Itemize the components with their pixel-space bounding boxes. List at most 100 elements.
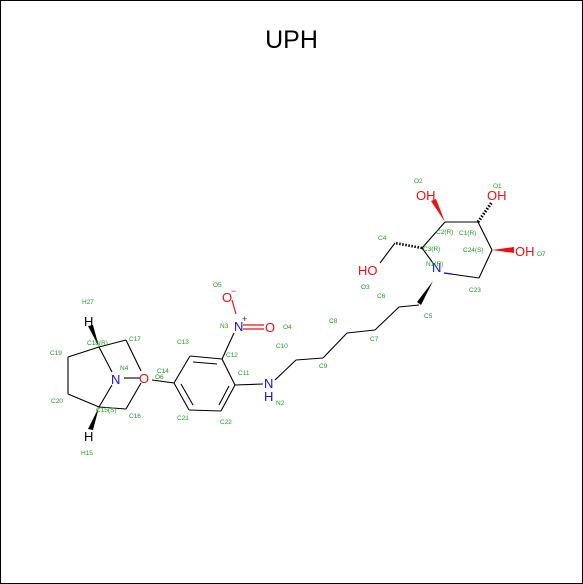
label-n2: N2 bbox=[276, 400, 285, 407]
label-o4: O4 bbox=[283, 324, 292, 331]
bond-c14-o6 bbox=[151, 379, 175, 384]
bond-c5-c6 bbox=[398, 304, 420, 308]
bond-c21-c22 bbox=[188, 409, 222, 412]
bond-c17-o6a bbox=[125, 339, 142, 372]
bond-c1-o1-hash bbox=[476, 201, 494, 223]
label-o6: O6 bbox=[155, 374, 164, 381]
atom-labels: O2 O1 C2(R) C1(R) C4 C3(R) C24(S) O7 N1(… bbox=[50, 178, 546, 457]
label-n3: N3 bbox=[220, 323, 229, 330]
label-c9: C9 bbox=[319, 363, 328, 370]
bond-n3-o5 bbox=[231, 299, 237, 315]
label-n1: N1(R) bbox=[426, 261, 443, 268]
bond-c12-n3 bbox=[221, 332, 235, 360]
label-c21: C21 bbox=[177, 415, 189, 422]
label-c7: C7 bbox=[370, 336, 379, 343]
bond-c4-o3 bbox=[379, 242, 396, 264]
label-h15: H15 bbox=[81, 450, 93, 457]
label-c19: C19 bbox=[50, 350, 62, 357]
bond-arom-2 bbox=[180, 383, 194, 406]
atom-n3-charge: + bbox=[242, 314, 247, 324]
hetero-bonds bbox=[231, 272, 453, 330]
atom-n3: N bbox=[234, 319, 243, 334]
label-c11: C11 bbox=[238, 370, 250, 377]
atom-oh-o2: OH bbox=[416, 188, 436, 203]
bond-c18-n4 bbox=[98, 346, 113, 373]
atom-h15: H bbox=[84, 429, 93, 444]
bond-c13-c14 bbox=[173, 355, 191, 384]
atom-n2-h: H bbox=[264, 389, 273, 404]
label-c6: C6 bbox=[377, 293, 386, 300]
bond-n1-c3 bbox=[421, 247, 434, 264]
bond-arom-1 bbox=[192, 361, 218, 365]
atom-o4: O bbox=[265, 320, 275, 335]
molecule-title: UPH bbox=[265, 26, 318, 54]
label-c12: C12 bbox=[226, 352, 238, 359]
atom-oh-o7: OH bbox=[515, 244, 535, 259]
bond-c1-c24 bbox=[477, 221, 493, 251]
label-o1: O1 bbox=[493, 183, 502, 190]
label-o7: O7 bbox=[537, 251, 546, 258]
bond-o6-c16 bbox=[125, 382, 142, 410]
label-c2: C2(R) bbox=[436, 229, 453, 236]
label-c15: C15(S) bbox=[96, 407, 117, 414]
label-o5: O5 bbox=[213, 282, 222, 289]
label-n4: N4 bbox=[120, 365, 129, 372]
bond-c16-c15 bbox=[98, 406, 127, 410]
bond-n1-c23-blue bbox=[443, 272, 453, 275]
bond-c18-c19 bbox=[67, 346, 100, 358]
atom-symbols: OH OH OH HO N N + O − O N H N O H H bbox=[84, 188, 535, 444]
label-c16: C16 bbox=[129, 413, 141, 420]
bond-c7-c8 bbox=[346, 329, 376, 334]
atom-n4: N bbox=[111, 372, 120, 387]
bond-c3-c2 bbox=[421, 221, 446, 249]
bond-c20-c15 bbox=[67, 393, 100, 408]
bond-n2-c11 bbox=[234, 383, 264, 386]
bond-c15-n4 bbox=[98, 384, 113, 408]
label-c18: C18(R) bbox=[87, 340, 108, 347]
label-c17: C17 bbox=[129, 336, 141, 343]
label-c3: C3(R) bbox=[423, 246, 440, 253]
atom-ho-o3: HO bbox=[358, 263, 378, 278]
label-c8: C8 bbox=[329, 318, 338, 325]
bond-c8-c9 bbox=[322, 332, 348, 359]
atom-n1: N bbox=[432, 260, 441, 275]
wedges bbox=[88, 199, 514, 430]
bond-c12-c13 bbox=[189, 355, 223, 360]
label-h27: H27 bbox=[82, 299, 94, 306]
bond-c22-c11 bbox=[220, 384, 236, 412]
atom-o5-charge: − bbox=[231, 286, 236, 296]
bond-c18-c17 bbox=[98, 339, 127, 348]
wedge-c24-o7 bbox=[492, 247, 514, 253]
atom-oh-o1: OH bbox=[487, 188, 507, 203]
wedge-c18-h27 bbox=[88, 325, 99, 347]
label-c22: C22 bbox=[220, 419, 232, 426]
label-c20: C20 bbox=[51, 398, 63, 405]
label-c14: C14 bbox=[157, 368, 169, 375]
bond-c11-c12 bbox=[221, 358, 236, 386]
bond-arom-3 bbox=[218, 385, 230, 406]
bond-c9-c10 bbox=[295, 357, 324, 361]
label-c23: C23 bbox=[469, 287, 481, 294]
atom-h27: H bbox=[84, 314, 93, 329]
wedge-c15-h15 bbox=[88, 407, 99, 430]
atom-n2: N bbox=[264, 376, 273, 391]
label-o2: O2 bbox=[414, 178, 423, 185]
bond-c10-n2 bbox=[274, 359, 297, 381]
wedge-c2-o2 bbox=[431, 199, 445, 222]
atom-o5: O bbox=[222, 290, 232, 305]
bond-c6-c7 bbox=[374, 306, 400, 331]
label-c5: C5 bbox=[424, 313, 433, 320]
bond-c24-c23 bbox=[478, 249, 493, 279]
bond-c14-c21 bbox=[173, 382, 190, 411]
label-o3: O3 bbox=[361, 284, 370, 291]
atom-o6: O bbox=[139, 371, 149, 386]
label-c4: C4 bbox=[378, 235, 387, 242]
bonds bbox=[67, 201, 494, 412]
label-c1: C1(R) bbox=[459, 230, 476, 237]
label-c10: C10 bbox=[276, 343, 288, 350]
label-c24: C24(S) bbox=[463, 247, 484, 254]
bond-c3-c4-hash bbox=[394, 241, 423, 250]
label-c13: C13 bbox=[177, 339, 189, 346]
